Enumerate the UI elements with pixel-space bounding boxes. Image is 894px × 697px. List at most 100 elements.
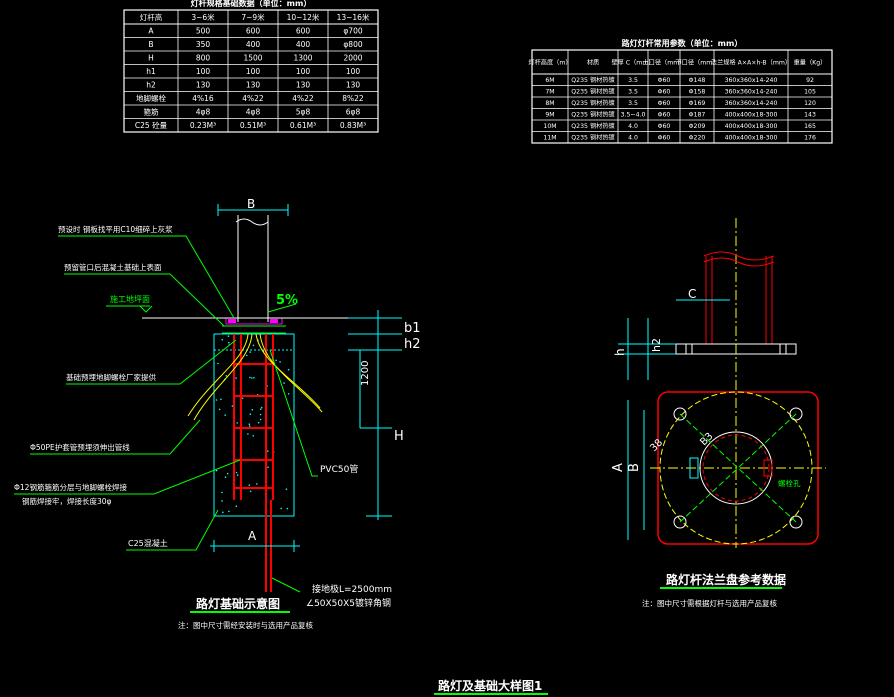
dim-b-label: B: [247, 197, 255, 211]
table-cell: 7M: [545, 89, 554, 96]
table-header-cell: 上口径（mm）: [643, 58, 686, 66]
table-cell: Φ60: [658, 135, 671, 142]
stiffener: [763, 459, 773, 477]
leader: [58, 235, 235, 319]
foundation-note: 注：图中尺寸需经安装时与选用产品复核: [178, 620, 313, 630]
table-cell: 143: [804, 112, 816, 119]
pole-break: [235, 218, 269, 226]
label-pe: Φ50PE护套管预埋须伸出管线: [30, 442, 130, 452]
table-header-cell: 下口径（mm）: [676, 58, 719, 66]
table-header-cell: 重量（Kg）: [794, 58, 827, 66]
label-grout: 预留管口后混凝土基础上表面: [64, 262, 162, 272]
table-cell: Φ148: [689, 77, 706, 84]
bolt-hole: [673, 407, 687, 421]
leader: [66, 339, 237, 385]
table-cell: 176: [804, 135, 816, 142]
table-cell: Φ220: [689, 135, 706, 142]
table-cell: 3.5: [628, 77, 638, 84]
leader: [269, 349, 318, 477]
foundation-body: [213, 333, 295, 517]
table-cell: Q235 钢材热镀: [571, 76, 615, 84]
table-cell: 400: [296, 40, 311, 49]
label-steel: Φ12钢筋箍筋分层与地脚螺栓焊接: [14, 482, 127, 492]
table-cell: 600: [246, 27, 261, 36]
pe-pipe-left-2: [193, 333, 253, 421]
foundation-drawing: B 5% 施工地坪面: [14, 197, 421, 630]
table-cell: Q235 钢材热镀: [571, 88, 615, 96]
table-cell: 400x400x18-300: [725, 112, 778, 119]
table-cell: 4%22: [242, 94, 264, 103]
table-cell: Q235 钢材热镀: [571, 99, 615, 107]
table-cell: 360x360x14-240: [725, 89, 778, 96]
table-header-cell: 壁厚 C（mm）: [611, 58, 654, 66]
table-header-cell: 法兰规格 A×A×h-B（mm）: [711, 58, 791, 66]
table-cell: 600: [296, 27, 311, 36]
table-cell: 500: [196, 27, 211, 36]
concrete-hatch: [215, 335, 290, 514]
leader: [30, 419, 201, 455]
table-cell: 8%22: [342, 94, 364, 103]
dim-a-label: A: [248, 529, 257, 543]
dim-h-label: h: [613, 348, 627, 356]
pole-break: [703, 251, 775, 261]
dim-h2-label: h2: [404, 337, 421, 352]
table-cell: 3.5~4.0: [621, 112, 646, 119]
table-cell: φ700: [343, 27, 362, 36]
bolt-hole: [789, 515, 803, 529]
table-header-cell: 7~9米: [241, 12, 265, 22]
dim-h-label: H: [394, 429, 404, 444]
table-cell: 350: [196, 40, 211, 49]
leader: [271, 577, 301, 593]
flange-title: 路灯杆法兰盘参考数据: [666, 572, 786, 587]
pole-break: [703, 257, 775, 267]
table-cell: Φ60: [658, 123, 671, 130]
table-cell: 8M: [545, 100, 554, 107]
table-header-cell: 13~16米: [337, 12, 370, 22]
table-cell: 360x360x14-240: [725, 77, 778, 84]
table-cell: Φ209: [689, 123, 706, 130]
table-cell: 130: [296, 81, 311, 90]
dim-d1-label: 38: [648, 437, 665, 454]
table-cell: Φ187: [689, 112, 706, 119]
table-cell: 4φ8: [196, 108, 211, 117]
label-anchor: 基础预埋地脚螺栓厂家提供: [66, 372, 156, 382]
table-cell: Φ60: [658, 77, 671, 84]
bolt-hole: [673, 515, 687, 529]
dim-a-label: A: [611, 463, 626, 472]
table-cell: Q235 钢材热镀: [571, 122, 615, 130]
table-cell: 105: [804, 89, 816, 96]
table-cell: Q235 钢材热镀: [571, 111, 615, 119]
table-cell: H: [148, 54, 154, 63]
table-cell: A: [148, 27, 154, 36]
table-cell: 地脚螺栓: [136, 93, 166, 103]
table-cell: 11M: [543, 135, 556, 142]
table-cell: Φ60: [658, 112, 671, 119]
leader: [126, 509, 219, 551]
table-cell: B: [148, 40, 153, 49]
table-cell: Φ60: [658, 89, 671, 96]
table-cell: 4.0: [628, 135, 638, 142]
inner-circle: [702, 434, 770, 502]
stiffener: [689, 457, 699, 479]
label-c25: C25混凝土: [128, 538, 168, 548]
ground-rod-label: 接地极L=2500mm: [312, 583, 392, 595]
leader: [14, 459, 241, 495]
table-cell: 0.83M³: [340, 121, 366, 130]
table-cell: 4%22: [292, 94, 314, 103]
table-cell: 3.5: [628, 100, 638, 107]
table-cell: 400x400x18-300: [725, 123, 778, 130]
table-title: 灯杆规格基础数据（单位：mm）: [191, 0, 312, 8]
hole-label: 螺栓孔: [778, 478, 801, 488]
table-cell: 130: [346, 81, 361, 90]
table-cell: 100: [246, 67, 261, 76]
table-cell: Φ169: [689, 100, 706, 107]
table-cell: 6φ8: [346, 108, 361, 117]
table-cell: 4%16: [192, 94, 214, 103]
table-cell: 6M: [545, 77, 554, 84]
flange-plate-side: [675, 343, 797, 355]
table-cell: 92: [806, 77, 814, 84]
table-cell: 120: [804, 100, 816, 107]
table-cell: 5φ8: [296, 108, 311, 117]
